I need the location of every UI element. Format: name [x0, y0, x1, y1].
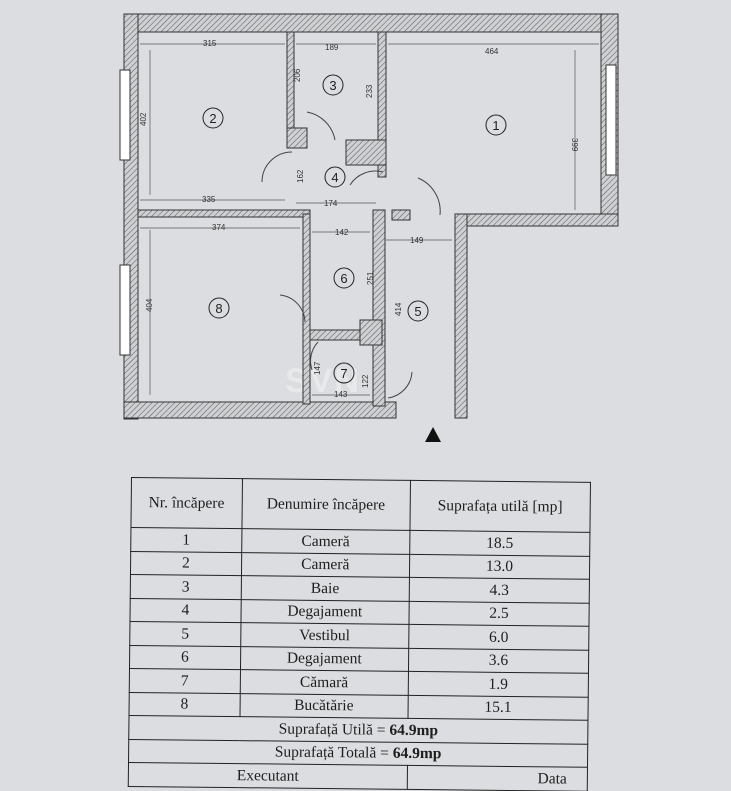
dim-402: 402 [139, 112, 148, 126]
header-name: Denumire încăpere [241, 478, 411, 531]
util-area-value: 64.9mp [389, 721, 439, 739]
cell-nr: 5 [129, 621, 241, 647]
data-cell: Data [407, 765, 588, 791]
cell-name: Bucătărie [239, 693, 409, 719]
room-number-7: 7 [340, 366, 347, 381]
room-number-8: 8 [215, 301, 222, 316]
dim-142: 142 [335, 228, 349, 237]
cell-area: 2.5 [408, 600, 590, 627]
cell-area: 6.0 [408, 624, 589, 650]
header-area: Suprafața utilă [mp] [409, 480, 591, 533]
dim-206: 206 [293, 68, 302, 82]
cell-area: 1.9 [408, 671, 589, 697]
dim-414: 414 [394, 302, 403, 316]
floor-plan: 315 189 464 402 206 233 399 162 335 174 … [119, 13, 619, 442]
room-number-labels: 1 2 3 4 5 6 7 8 [209, 78, 499, 381]
util-area-label: Suprafață Utilă = [278, 720, 390, 739]
executant-cell: Executant [128, 762, 408, 789]
dimension-lines [140, 43, 599, 396]
walls [123, 13, 619, 420]
dim-143: 143 [334, 390, 348, 399]
cell-nr: 3 [130, 574, 242, 600]
cell-nr: 2 [130, 551, 242, 576]
cell-nr: 1 [130, 527, 242, 553]
room-number-3: 3 [329, 78, 336, 93]
cell-name: Degajament [240, 646, 409, 672]
dim-122: 122 [361, 374, 370, 388]
dim-404: 404 [145, 298, 154, 312]
cell-name: Baie [240, 575, 410, 601]
dim-464: 464 [485, 47, 499, 56]
header-nr: Nr. încăpere [130, 477, 243, 529]
cell-area: 13.0 [409, 553, 590, 580]
cell-nr: 4 [129, 597, 241, 623]
cell-area: 3.6 [408, 647, 589, 674]
dim-251: 251 [366, 271, 375, 285]
cell-nr: 8 [129, 691, 240, 717]
dim-174: 174 [324, 199, 338, 208]
cell-area: 15.1 [407, 694, 589, 721]
room-number-6: 6 [340, 271, 347, 286]
room-number-4: 4 [331, 170, 338, 185]
rooms-table: Nr. încăpere Denumire încăpere Suprafața… [128, 477, 591, 791]
dim-149: 149 [410, 236, 424, 245]
room-number-5: 5 [414, 304, 421, 319]
cell-name: Cameră [241, 528, 410, 554]
cell-area: 18.5 [409, 530, 590, 556]
dim-315: 315 [203, 39, 217, 48]
room-number-1: 1 [492, 118, 499, 133]
cell-nr: 7 [129, 668, 241, 694]
cell-name: Cămară [239, 669, 409, 695]
dim-374: 374 [212, 223, 226, 232]
cell-name: Cameră [241, 552, 410, 578]
windows [119, 64, 617, 356]
watermark: SVN [285, 362, 361, 400]
total-area-label: Suprafață Totală = [274, 743, 393, 762]
dimension-labels: 315 189 464 402 206 233 399 162 335 174 … [139, 39, 579, 399]
cell-nr: 6 [129, 644, 241, 670]
dim-399: 399 [570, 138, 579, 152]
dim-162: 162 [296, 169, 305, 183]
room-markers [202, 74, 507, 384]
cell-area: 4.3 [409, 577, 590, 603]
total-area-value: 64.9mp [392, 744, 442, 763]
entrance-arrow-icon [425, 427, 441, 442]
dim-233: 233 [365, 84, 374, 98]
dim-189: 189 [325, 43, 339, 52]
cell-name: Vestibul [240, 622, 409, 648]
room-number-2: 2 [209, 111, 216, 126]
dim-147: 147 [313, 361, 322, 375]
dim-335: 335 [202, 195, 216, 204]
cell-name: Degajament [240, 599, 410, 625]
doors [261, 111, 441, 399]
